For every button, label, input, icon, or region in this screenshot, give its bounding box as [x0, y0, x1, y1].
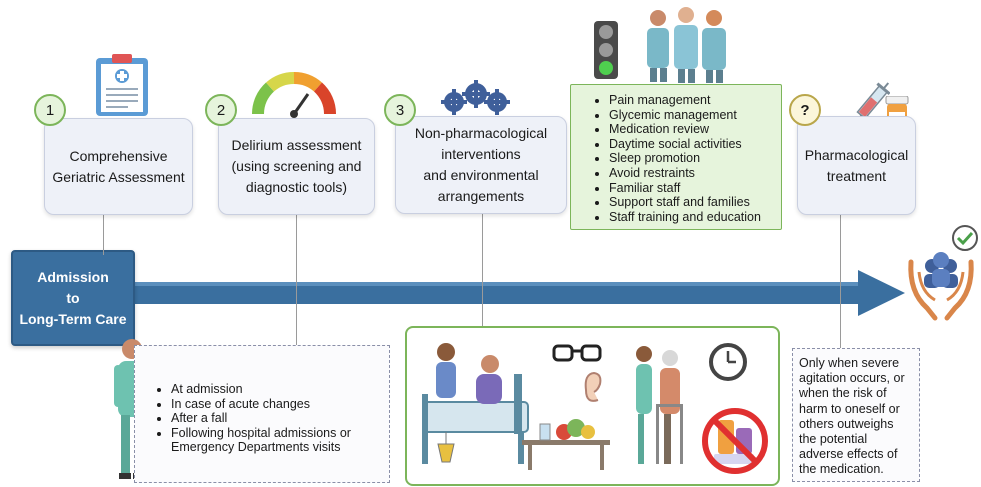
staff-icon: [647, 7, 726, 83]
interventions-list: Pain management Glycemic management Medi…: [570, 84, 782, 230]
intervention-item: Avoid restraints: [609, 166, 771, 181]
connector-3: [482, 214, 483, 326]
step-2-line-2: (using screening and: [231, 158, 362, 174]
intervention-item: Medication review: [609, 122, 771, 137]
step-3-box: Non-pharmacological interventions and en…: [395, 116, 567, 214]
step-1-line-2: Geriatric Assessment: [52, 168, 185, 185]
step-3-line-2: interventions: [441, 146, 521, 162]
caregiver-hands-icon: [908, 252, 974, 321]
pharmacological-note-box: Only when severe agitation occurs, or wh…: [792, 348, 920, 482]
step-1-box: Comprehensive Geriatric Assessment: [44, 118, 193, 215]
step-2-number: 2: [205, 94, 237, 126]
assessment-timing-box: At admission In case of acute changes Af…: [134, 345, 390, 483]
pharmacological-note: Only when severe agitation occurs, or wh…: [799, 356, 905, 477]
gauge-icon: [252, 71, 336, 118]
connector-4: [840, 214, 841, 349]
clock-icon: [709, 343, 747, 381]
glasses-icon: [552, 344, 602, 362]
checkmark-icon: [952, 225, 978, 251]
gears-icon: [441, 80, 510, 115]
timing-item: Following hospital admissions or Emergen…: [171, 426, 379, 455]
step-4-line-2: treatment: [826, 167, 887, 184]
step-4-number: ?: [789, 94, 821, 126]
intervention-item: Daytime social activities: [609, 137, 771, 152]
intervention-item: Familiar staff: [609, 181, 771, 196]
timeline-arrow: [120, 270, 905, 316]
step-3-line-3: and environmental: [423, 167, 539, 183]
admission-line-3: Long-Term Care: [19, 310, 127, 327]
syringe-icon: [850, 82, 890, 128]
no-medication-icon: [702, 408, 768, 474]
step-1-number: 1: [34, 94, 66, 126]
intervention-item: Staff training and education: [609, 210, 771, 225]
step-1-line-1: Comprehensive: [69, 147, 168, 164]
step-2-line-1: Delirium assessment: [231, 137, 362, 153]
food-table-icon: [522, 419, 610, 470]
admission-box: Admission to Long-Term Care: [11, 250, 135, 346]
ear-icon: [584, 371, 602, 402]
walker-icon: [636, 346, 683, 464]
timing-item: In case of acute changes: [171, 397, 379, 412]
intervention-item: Pain management: [609, 93, 771, 108]
step-3-line-4: arrangements: [437, 188, 525, 204]
timing-item: At admission: [171, 382, 379, 397]
step-4-box: Pharmacological treatment: [797, 116, 916, 215]
step-2-box: Delirium assessment (using screening and…: [218, 118, 375, 215]
traffic-light-icon: [594, 21, 618, 79]
admission-line-1: Admission: [37, 268, 109, 285]
clipboard-icon: [96, 54, 148, 116]
bed-patient-icon: [422, 343, 529, 464]
intervention-item: Support staff and families: [609, 195, 771, 210]
timing-item: After a fall: [171, 411, 379, 426]
intervention-item: Sleep promotion: [609, 151, 771, 166]
connector-2: [296, 215, 297, 345]
intervention-item: Glycemic management: [609, 108, 771, 123]
step-3-number: 3: [384, 94, 416, 126]
connector-1: [103, 215, 104, 255]
step-2-line-3: diagnostic tools): [245, 179, 348, 195]
admission-line-2: to: [66, 289, 80, 306]
step-4-line-1: Pharmacological: [804, 146, 909, 163]
step-3-line-1: Non-pharmacological: [414, 125, 548, 141]
